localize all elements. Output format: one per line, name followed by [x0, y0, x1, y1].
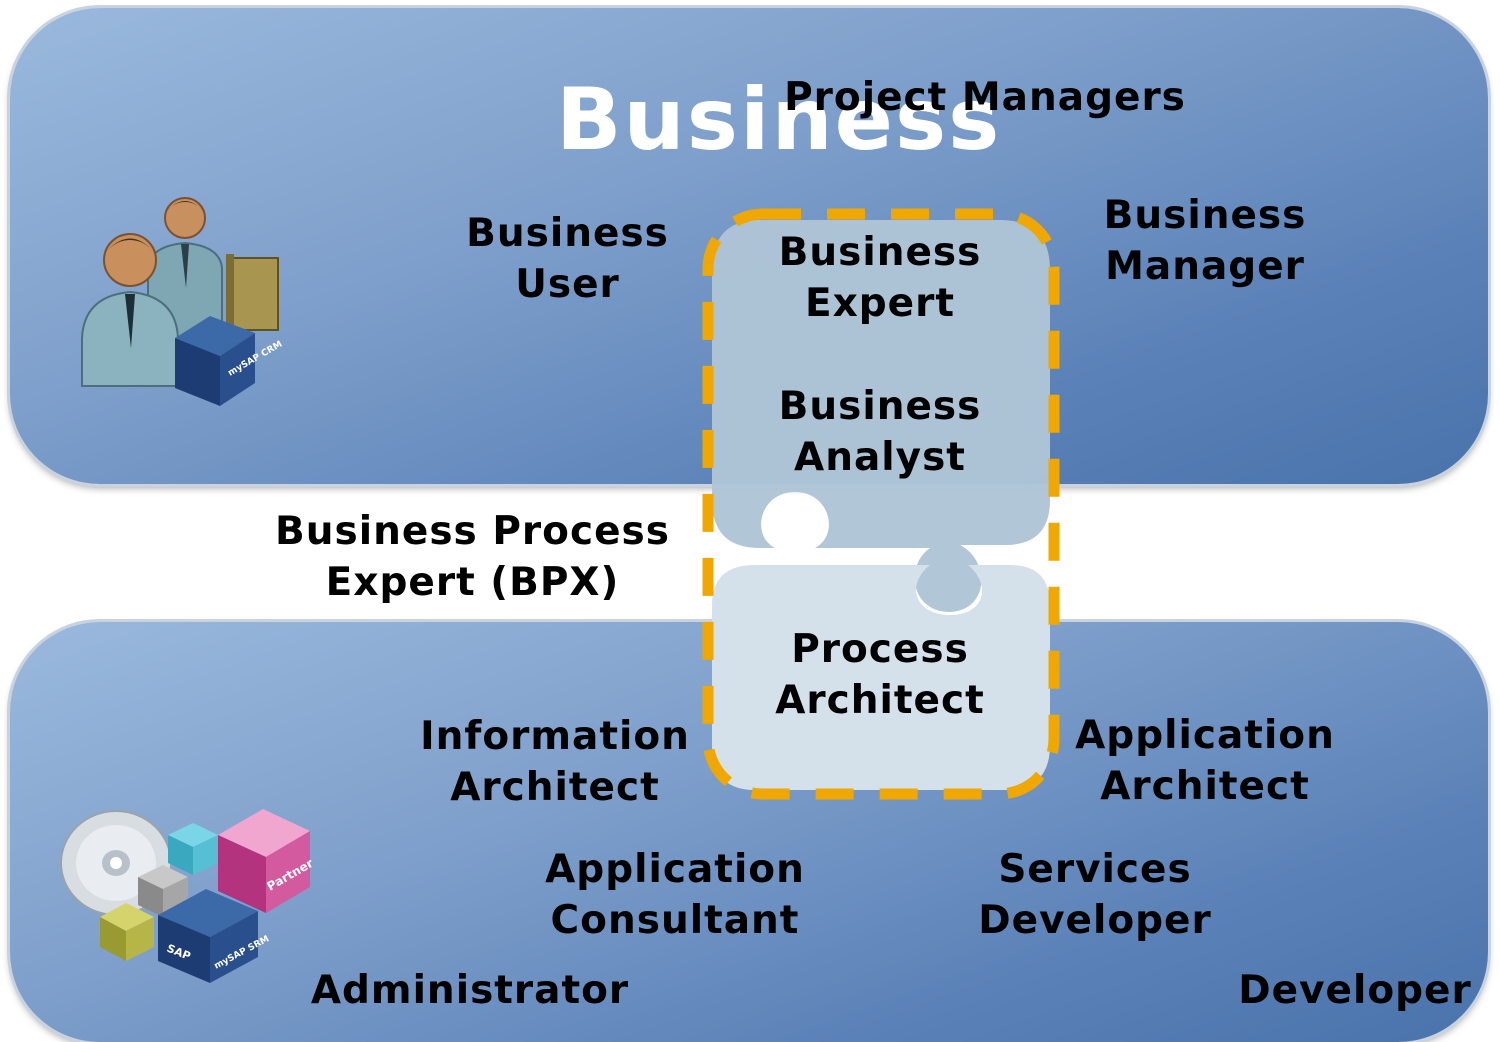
role-bpx: Business Process Expert (BPX): [275, 509, 670, 605]
business-people-icon: mySAP CRM: [81, 197, 284, 406]
role-application-consultant: Application Consultant: [545, 847, 805, 943]
bpx-dashed-outline: [702, 208, 1060, 800]
puzzle-piece-process: [712, 565, 1050, 790]
role-services-developer: Services Developer: [978, 847, 1212, 943]
puzzle-piece-business: [712, 220, 1050, 612]
role-business-analyst: Business Analyst: [778, 384, 982, 480]
partner-cube-icon: Partner: [218, 809, 316, 913]
role-process-architect: Process Architect: [775, 627, 985, 723]
role-application-architect: Application Architect: [1075, 713, 1335, 809]
software-cubes-icon: Partner SAP mySAP SRM: [60, 809, 316, 983]
role-project-managers: Project Managers: [784, 75, 1186, 120]
role-information-architect: Information Architect: [420, 714, 690, 810]
role-developer: Developer: [1238, 968, 1472, 1013]
role-business-manager: Business Manager: [1103, 193, 1307, 289]
business-band-title: Business: [556, 70, 1002, 170]
role-administrator: Administrator: [310, 968, 630, 1013]
role-business-user: Business User: [466, 211, 669, 307]
role-business-expert: Business Expert: [778, 230, 982, 326]
